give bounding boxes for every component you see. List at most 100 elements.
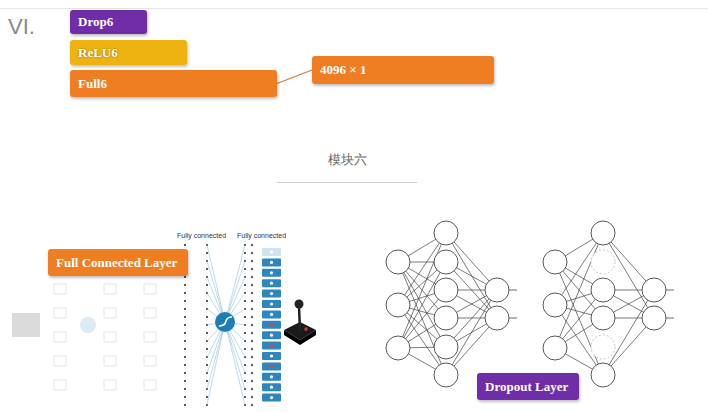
neuron-dot [251, 372, 253, 374]
output-cell [262, 362, 281, 370]
neuron-dot [184, 388, 186, 390]
output-cell [262, 321, 281, 329]
activation-circle [215, 312, 235, 332]
faded-icon [144, 380, 156, 390]
net-output [509, 290, 517, 291]
neuron-dot [184, 364, 186, 366]
leader-line [277, 70, 312, 84]
neuron-dot [244, 348, 246, 350]
output-mark [270, 344, 273, 347]
neuron [434, 250, 458, 274]
neuron [434, 335, 458, 359]
neuron-dot [184, 316, 186, 318]
output-cell [262, 383, 281, 391]
neuron-dot [184, 244, 186, 246]
neuron-dot [206, 396, 208, 398]
neuron [434, 363, 458, 387]
neuron [434, 221, 458, 245]
neuron-dot [251, 300, 253, 302]
neuron-dot [251, 260, 253, 262]
neuron-dot [251, 284, 253, 286]
neuron-dot [251, 308, 253, 310]
net-wire [603, 233, 654, 318]
callout-box: Full Connected Layer [48, 249, 188, 276]
layer-label: Fully connected [177, 232, 226, 239]
neuron-dot [206, 348, 208, 350]
box-text: Full6 [78, 76, 107, 92]
neuron-dot [251, 348, 253, 350]
joystick-stick [299, 306, 300, 331]
caption-rule [277, 182, 417, 183]
neuron [386, 293, 410, 317]
net-output [666, 318, 674, 319]
neuron-dot [206, 316, 208, 318]
caption: 模块六 [328, 153, 367, 166]
neuron-dot [184, 332, 186, 334]
output-mark [270, 375, 273, 378]
neuron-dot [184, 356, 186, 358]
neuron-dot [206, 252, 208, 254]
net-wire [603, 290, 654, 375]
neuron-dot [251, 396, 253, 398]
net-output [666, 290, 674, 291]
joystick-ball [295, 300, 304, 309]
neuron-dot [244, 252, 246, 254]
output-cell [262, 290, 281, 298]
faded-icon [144, 308, 156, 318]
neuron [485, 278, 509, 302]
faded-icon [54, 332, 66, 342]
neuron-dot [184, 292, 186, 294]
output-mark [270, 282, 273, 285]
neuron-dot [251, 332, 253, 334]
neuron-dot [184, 348, 186, 350]
neuron-dot [206, 332, 208, 334]
faded-network [12, 260, 156, 390]
neuron-dot [184, 396, 186, 398]
neuron [434, 306, 458, 330]
faded-icon [54, 308, 66, 318]
fc-wire [225, 322, 245, 389]
faded-icon [104, 332, 116, 342]
neuron-dot [184, 380, 186, 382]
faded-icon [104, 380, 116, 390]
output-cell [262, 394, 281, 402]
top-rule [0, 8, 708, 9]
faded-icon [54, 380, 66, 390]
neural-net [386, 221, 517, 387]
box-text: Full Connected Layer [56, 255, 177, 271]
fc-wire [207, 245, 225, 322]
box-text: ReLU6 [78, 45, 118, 61]
neuron-dot [251, 340, 253, 342]
box-text: Drop6 [78, 14, 113, 30]
neuron-dot [206, 268, 208, 270]
layer-box: Full6 [70, 70, 277, 97]
neuron-dot [206, 380, 208, 382]
neuron [591, 278, 615, 302]
neuron-dot [251, 252, 253, 254]
neuron-dot [184, 324, 186, 326]
net-wire [446, 290, 497, 375]
output-cell [262, 248, 281, 256]
neuron-dot [184, 284, 186, 286]
output-cell [262, 258, 281, 266]
neuron-dot [206, 364, 208, 366]
output-cell [262, 300, 281, 308]
neuron-dot [244, 396, 246, 398]
faded-icon [144, 332, 156, 342]
neuron-dot [206, 284, 208, 286]
neuron [591, 250, 615, 274]
neuron-dot [184, 372, 186, 374]
neuron [591, 306, 615, 330]
neuron [591, 335, 615, 359]
faded-icon [104, 284, 116, 294]
neuron-dot [244, 300, 246, 302]
faded-icon [104, 356, 116, 366]
neuron-dot [184, 308, 186, 310]
layer-box: Drop6 [70, 10, 147, 34]
neuron [386, 336, 410, 360]
neuron-dot [251, 292, 253, 294]
neuron [543, 293, 567, 317]
neuron-dot [244, 364, 246, 366]
neuron-dot [251, 244, 253, 246]
output-cell [262, 279, 281, 287]
